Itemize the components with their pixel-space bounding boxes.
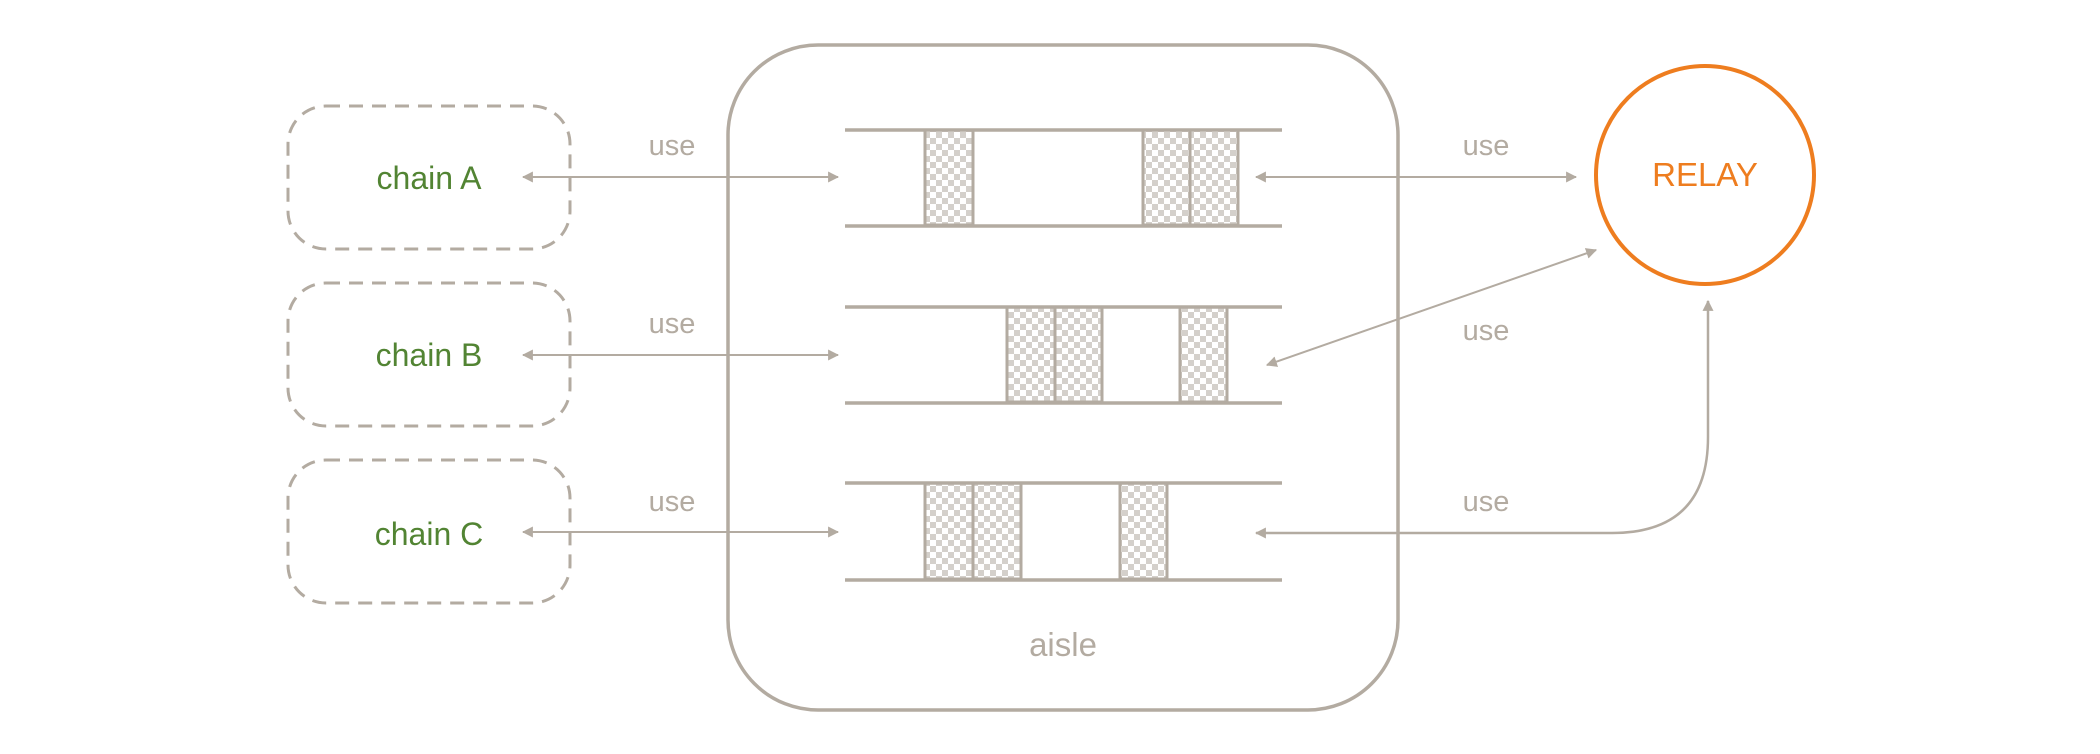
lane-1-slot xyxy=(1188,128,1240,227)
lane-3-slot xyxy=(1118,481,1169,581)
chain-b-use-label: use xyxy=(649,308,696,340)
lane-3-slot xyxy=(971,481,1023,581)
lane-1-slot xyxy=(1141,128,1192,227)
chain-a-use-label: use xyxy=(649,130,696,162)
relay-lane-3-use-label: use xyxy=(1463,486,1510,518)
relay-circle xyxy=(1594,64,1816,286)
lane-2-slot xyxy=(1178,305,1229,404)
relay-lane-3-arrow xyxy=(1254,299,1714,539)
relay-lane-1-use-label: use xyxy=(1463,130,1510,162)
chain-c-label: chain C xyxy=(375,516,484,552)
lane-1 xyxy=(845,128,1282,228)
chain-b-label: chain B xyxy=(376,337,483,373)
relay-lane-2-use-label: use xyxy=(1463,315,1510,347)
lane-3-slot xyxy=(923,481,975,581)
lane-2-slot xyxy=(1053,305,1104,404)
lane-2-slot xyxy=(1005,305,1057,404)
chain-c-node: chain C xyxy=(286,458,572,605)
chain-c-use-label: use xyxy=(649,486,696,518)
aisle-label: aisle xyxy=(1029,626,1097,663)
lane-2 xyxy=(845,305,1282,405)
chain-a-label: chain A xyxy=(377,160,483,196)
relay-label: RELAY xyxy=(1652,156,1758,193)
relay-node: RELAY xyxy=(1594,64,1816,286)
relay-lane-2-arrow xyxy=(1265,248,1598,367)
lane-1-slot xyxy=(923,128,975,227)
lane-3 xyxy=(845,481,1282,582)
